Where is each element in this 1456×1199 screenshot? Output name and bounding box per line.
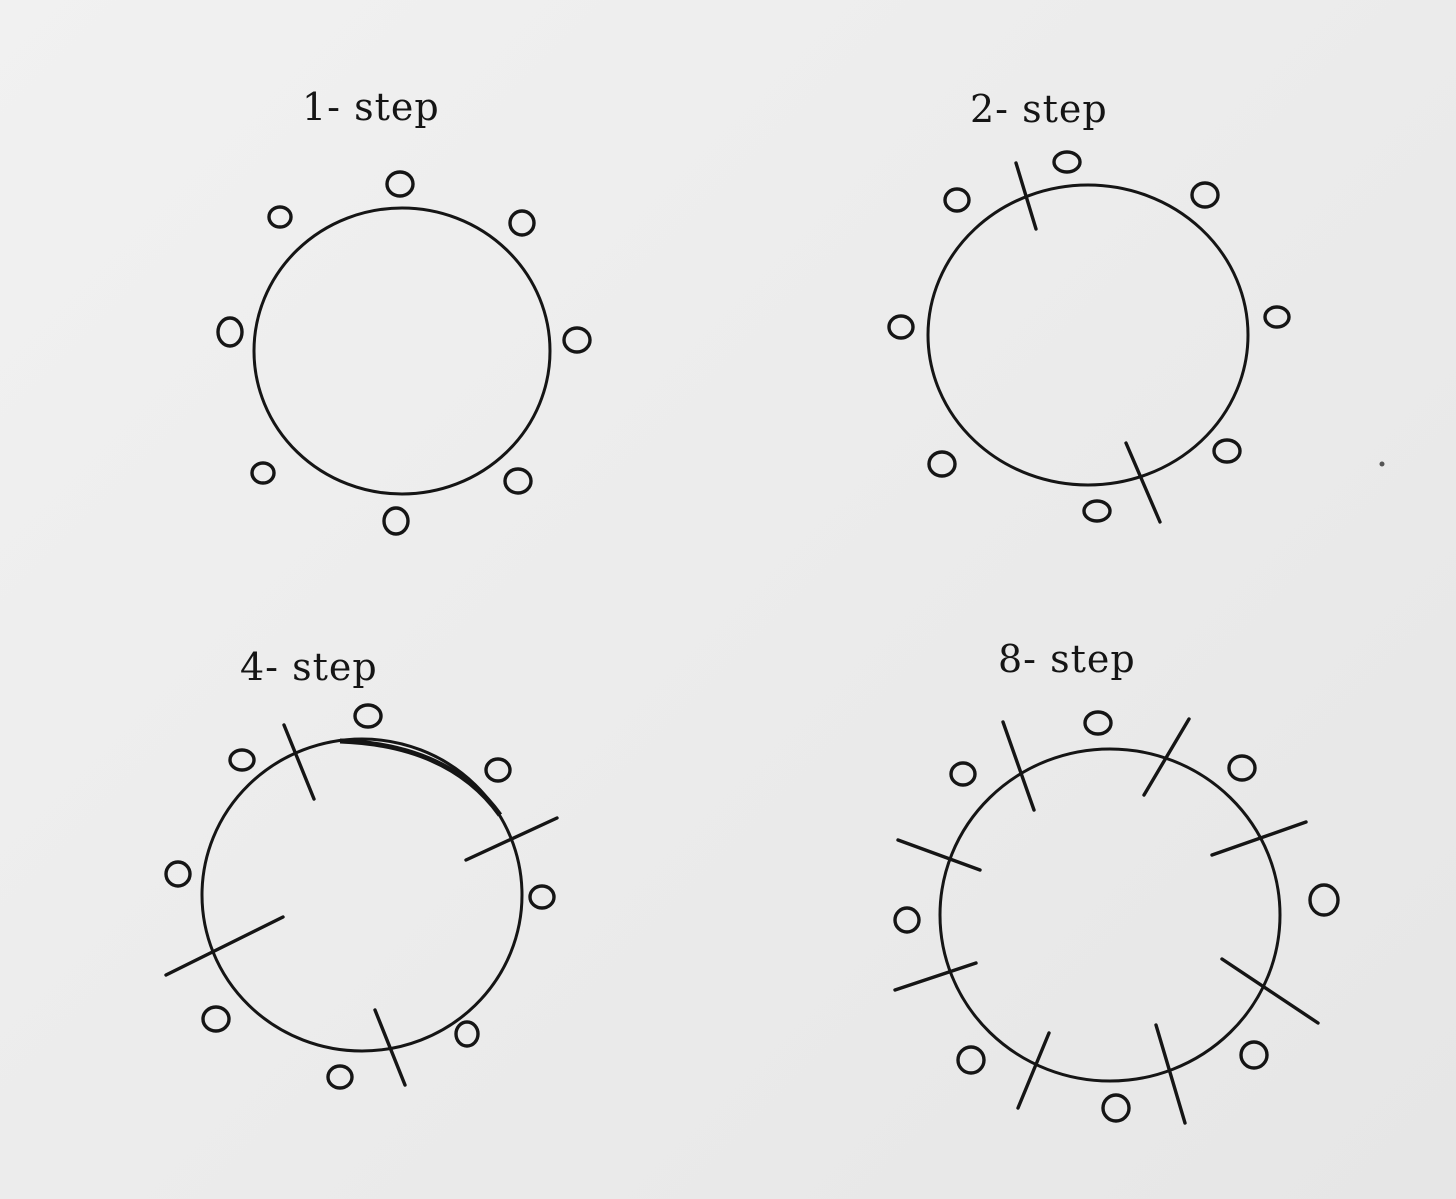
node-circle [562,326,592,354]
node-circle [1212,438,1242,464]
cut-mark [893,961,978,992]
node-circle [927,450,957,478]
node-circle [503,467,533,495]
cut-mark [164,915,285,977]
cut-mark [373,1008,407,1087]
node-circle [508,209,536,237]
cut-mark [1220,957,1320,1025]
node-circle [267,205,293,229]
node-circle [528,884,556,910]
cut-mark [1142,717,1191,797]
panel-4-step: 4- step [164,645,559,1090]
node-circle [1082,499,1112,523]
node-circle [1263,305,1291,329]
panel-title: 1- step [302,85,440,129]
node-circle [893,906,921,934]
cut-mark [282,723,316,801]
cut-mark [1016,1031,1051,1110]
node-circle [164,860,192,888]
node-circle [326,1064,354,1090]
ring-thick-arc [339,738,503,817]
node-circle [201,1005,231,1033]
node-circle [1239,1040,1269,1070]
node-circle [949,761,977,787]
ring-circle [200,737,524,1053]
node-circle [943,187,971,213]
node-circle [1083,710,1113,736]
node-circle [216,316,244,348]
node-circle [1101,1093,1131,1123]
cut-mark [1014,161,1038,231]
node-circle [1308,883,1340,917]
node-circle [1052,150,1082,174]
cut-mark [1154,1023,1187,1125]
cut-mark [1001,720,1036,812]
node-circle [1227,754,1257,782]
cut-mark [464,816,559,862]
node-circle [956,1045,986,1075]
node-circle [353,703,383,729]
paper-speck [1379,461,1385,467]
panel-title: 8- step [998,637,1136,681]
node-circle [228,748,256,772]
node-circle [484,757,512,783]
node-circle [454,1020,480,1048]
node-circle [1190,181,1220,209]
node-circle [887,314,915,340]
node-circle [250,461,276,485]
panel-title: 4- step [240,645,378,689]
ring-circle [252,206,552,496]
node-circle [385,170,415,198]
cut-mark [1124,441,1162,524]
node-circle [382,506,410,536]
panel-2-step: 2- step [887,87,1291,524]
panel-8-step: 8- step [893,637,1340,1125]
ring-circle [938,747,1282,1083]
panel-1-step: 1- step [216,85,592,536]
cut-mark [896,838,982,872]
panel-title: 2- step [970,87,1108,131]
cut-mark [1210,820,1308,857]
ring-circle [926,183,1250,487]
